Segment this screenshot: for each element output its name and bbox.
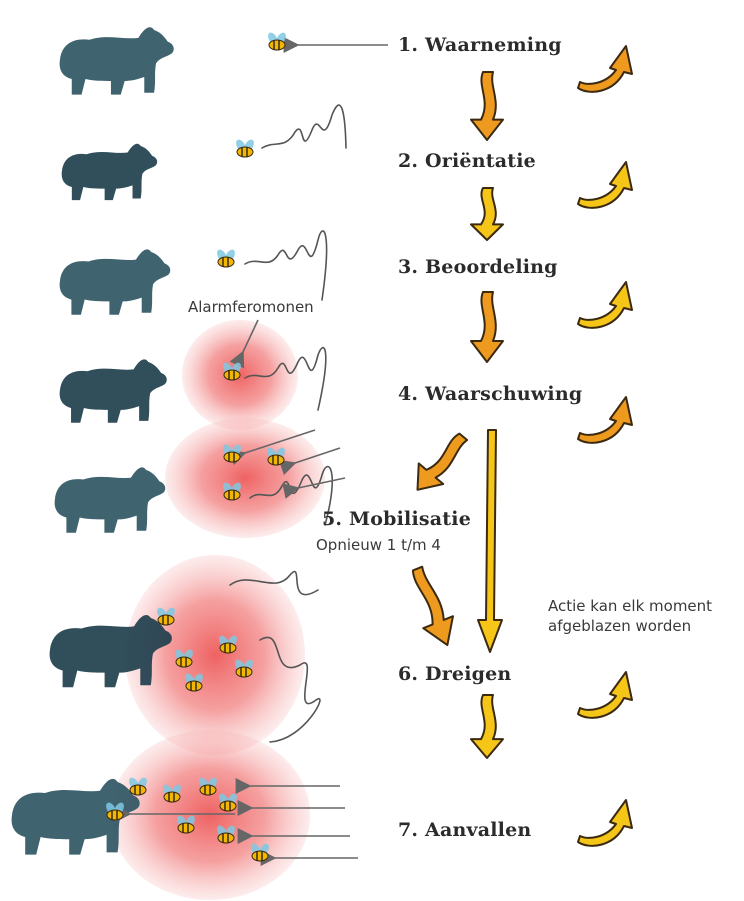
- bee-icon: [266, 31, 288, 50]
- return-arrow: [578, 46, 632, 92]
- flight-path-3: [245, 231, 327, 300]
- bear-icon: [60, 27, 174, 94]
- return-arrow: [578, 397, 632, 443]
- return-arrow: [578, 282, 632, 328]
- flow-arrow: [402, 563, 462, 651]
- bear-icon: [60, 249, 171, 314]
- pheromone-cloud-5: [165, 418, 325, 538]
- direct-threat-arrow: [478, 430, 502, 652]
- flight-path-2: [262, 105, 346, 148]
- step-label-4: 4. Waarschuwing: [398, 383, 582, 405]
- bee-icon: [234, 138, 256, 157]
- flow-arrow: [471, 72, 503, 140]
- pheromone-note: Alarmferomonen: [188, 298, 314, 316]
- flow-arrow: [471, 188, 503, 240]
- bear-icon: [60, 359, 167, 422]
- cancel-note-line-1: Actie kan elk moment: [548, 596, 712, 616]
- bear-icon: [62, 144, 158, 200]
- step-label-6: 6. Dreigen: [398, 663, 511, 685]
- step-label-3: 3. Beoordeling: [398, 256, 558, 278]
- return-arrow: [578, 672, 632, 718]
- flow-arrow: [471, 695, 503, 758]
- repeat-note: Opnieuw 1 t/m 4: [316, 536, 441, 554]
- step-label-1: 1. Waarneming: [398, 34, 562, 56]
- flow-arrow: [471, 292, 503, 362]
- flow-arrow: [405, 426, 475, 500]
- step-label-5: 5. Mobilisatie: [322, 508, 471, 530]
- cancel-note-line-2: afgeblazen worden: [548, 616, 712, 636]
- cancel-note: Actie kan elk moment afgeblazen worden: [548, 596, 712, 636]
- bee-icon: [215, 248, 237, 267]
- bear-icon: [55, 467, 166, 532]
- step-label-7: 7. Aanvallen: [398, 819, 531, 841]
- step-label-2: 2. Oriëntatie: [398, 150, 536, 172]
- pheromone-cloud-7: [110, 730, 310, 900]
- return-arrow: [578, 162, 632, 208]
- return-arrow: [578, 800, 632, 846]
